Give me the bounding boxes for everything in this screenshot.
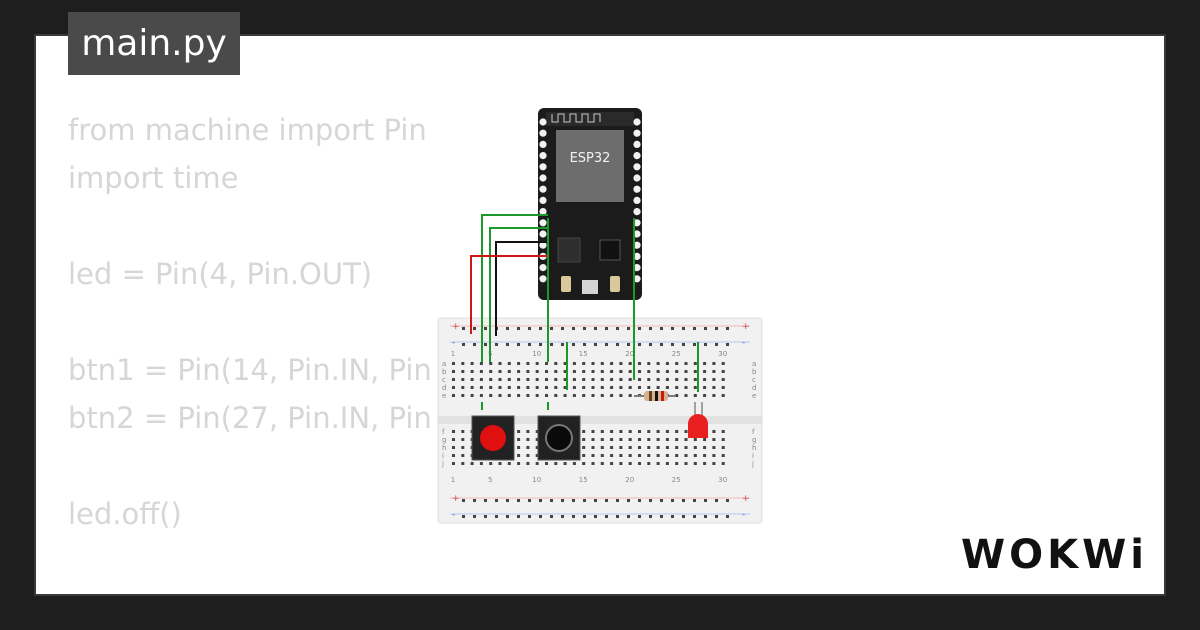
breadboard-row-label: b	[752, 368, 757, 376]
breadboard-col-label: 30	[718, 476, 727, 484]
breadboard-row-label: g	[442, 436, 446, 444]
breadboard: + + - - + + - - 115510101515202025253030…	[437, 317, 763, 524]
green-wire-2	[489, 227, 548, 362]
breadboard-col-label: 5	[488, 476, 492, 484]
breadboard-row-label: j	[751, 460, 754, 468]
breadboard-row-label: e	[442, 392, 446, 400]
breadboard-row-label: c	[752, 376, 756, 384]
breadboard-col-label: 10	[532, 350, 541, 358]
breadboard-row-label: d	[752, 384, 756, 392]
breadboard-row-label: b	[442, 368, 447, 376]
green-wire-1	[481, 214, 548, 362]
code-preview: from machine import Pin import time led …	[68, 113, 681, 594]
breadboard-row-label: h	[442, 444, 446, 452]
rail-plus-bottom: +	[452, 494, 460, 504]
wokwi-logo: WOKWi	[961, 532, 1148, 578]
breadboard-col-label: 20	[625, 350, 634, 358]
wires	[470, 214, 699, 410]
breadboard-row-label: a	[752, 360, 756, 368]
breadboard-col-label: 30	[718, 350, 727, 358]
black-wire	[495, 241, 548, 336]
red-wire	[470, 255, 548, 334]
breadboard-row-label: c	[442, 376, 446, 384]
breadboard-col-label: 20	[625, 476, 634, 484]
breadboard-row-label: g	[752, 436, 756, 444]
rail-plus-top-right: +	[742, 322, 750, 332]
breadboard-col-label: 1	[451, 476, 455, 484]
esp32-chip-label: ESP32	[570, 151, 611, 166]
circuit-diagram: + + - - + + - - 115510101515202025253030…	[437, 108, 763, 524]
rail-plus-bottom-right: +	[742, 494, 750, 504]
breadboard-row-label: i	[442, 452, 444, 460]
rail-minus-bottom: -	[452, 510, 455, 520]
rail-minus-top: -	[452, 338, 455, 348]
rail-minus-top-right: -	[742, 338, 745, 348]
esp32-board[interactable]: ESP32	[538, 108, 642, 300]
breadboard-col-label: 25	[672, 350, 681, 358]
file-tab-main-py[interactable]: main.py	[68, 12, 240, 75]
black-pushbutton[interactable]	[537, 415, 581, 461]
breadboard-row-label: f	[442, 428, 445, 436]
breadboard-row-label: f	[752, 428, 755, 436]
rail-minus-bottom-right: -	[742, 510, 745, 520]
breadboard-col-label: 15	[579, 350, 588, 358]
breadboard-col-label: 15	[579, 476, 588, 484]
rail-plus-top: +	[452, 322, 460, 332]
breadboard-col-label: 25	[672, 476, 681, 484]
breadboard-row-label: i	[752, 452, 754, 460]
breadboard-col-label: 10	[532, 476, 541, 484]
breadboard-row-label: e	[752, 392, 756, 400]
breadboard-row-label: j	[441, 460, 444, 468]
red-led[interactable]	[688, 402, 708, 438]
breadboard-row-label: a	[442, 360, 446, 368]
breadboard-row-label: h	[752, 444, 756, 452]
resistor[interactable]	[634, 391, 676, 401]
breadboard-col-label: 1	[451, 350, 455, 358]
red-pushbutton[interactable]	[471, 415, 515, 461]
breadboard-row-label: d	[442, 384, 446, 392]
